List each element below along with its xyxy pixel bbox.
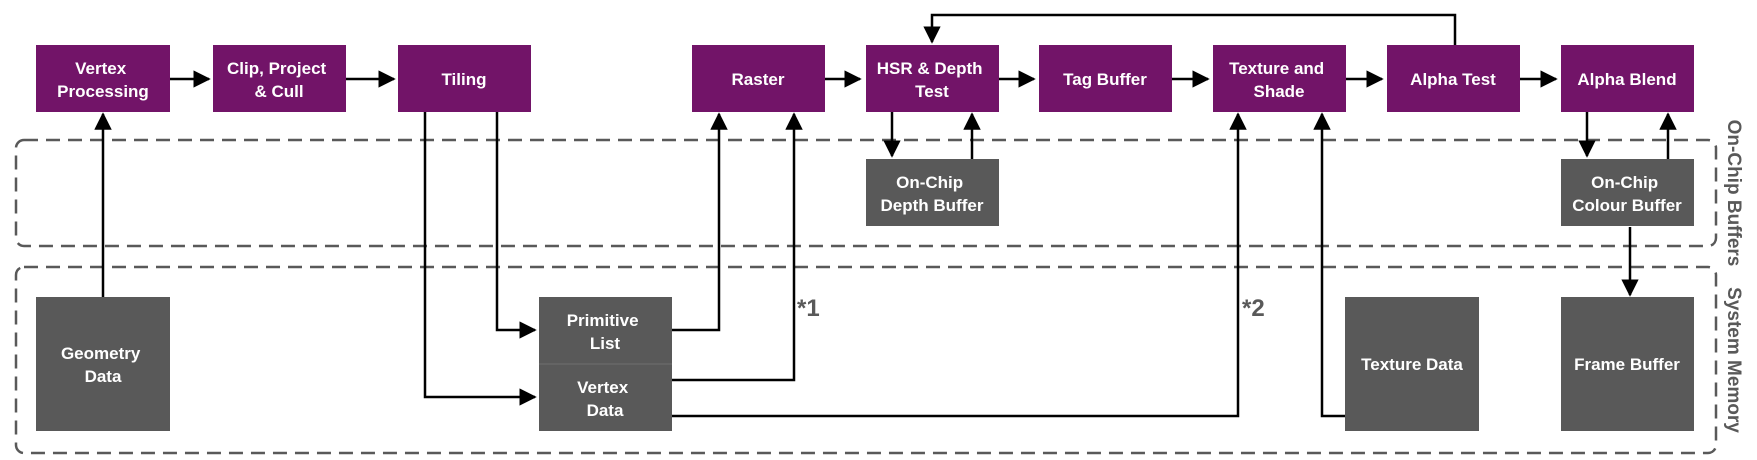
connectors (94, 13, 1677, 418)
vertex-processing-label-2: Processing (57, 82, 149, 101)
on-chip-buffers-region (14, 138, 1718, 248)
svg-text:Geometry Data: Geometry Data (61, 344, 145, 386)
arrow-texture-data-to-texture (1313, 112, 1345, 418)
svg-text:Raster: Raster (732, 70, 785, 89)
texture-and-shade-label-1: Texture and (1229, 59, 1324, 78)
vertex-data-label-2: Data (587, 401, 624, 420)
alpha-test-label: Alpha Test (1410, 70, 1496, 89)
arrow-tiling-to-vertex-data (423, 112, 537, 406)
tiling-label: Tiling (441, 70, 486, 89)
texture-and-shade-stage: Texture and Shade (1213, 45, 1346, 112)
hsr-depth-test-label-1: HSR & Depth (877, 59, 983, 78)
alpha-blend-stage: Alpha Blend (1561, 45, 1694, 112)
svg-text:Tag Buffer: Tag Buffer (1063, 70, 1147, 89)
svg-text:Vertex Data: Vertex Data (577, 378, 633, 420)
svg-text:HSR & Depth Test: HSR & Depth Test (877, 59, 988, 101)
arrow-alpha-test-feedback (923, 13, 1457, 45)
on-chip-depth-buffer-label-2: Depth Buffer (881, 196, 984, 215)
alpha-test-stage: Alpha Test (1387, 45, 1520, 112)
primitive-list-label-1: Primitive (567, 311, 639, 330)
tag-buffer-stage: Tag Buffer (1039, 45, 1172, 112)
svg-text:Vertex Processing: Vertex Processing (57, 59, 149, 101)
clip-project-cull-label-2: & Cull (254, 82, 303, 101)
frame-buffer-box: Frame Buffer (1561, 297, 1694, 431)
svg-text:On-Chip Depth Buffer: On-Chip Depth Buffer (881, 173, 984, 215)
texture-data-label: Texture Data (1361, 355, 1463, 374)
texture-data-box: Texture Data (1345, 297, 1479, 431)
primitive-list-box: Primitive List (539, 297, 672, 364)
clip-project-cull-label-1: Clip, Project (227, 59, 327, 78)
on-chip-depth-buffer-label-1: On-Chip (896, 173, 963, 192)
arrow-tiling-to-primitive-list (495, 112, 537, 339)
tiling-stage: Tiling (398, 45, 531, 112)
system-memory-label: System Memory (1723, 287, 1744, 433)
on-chip-colour-buffer-label-2: Colour Buffer (1572, 196, 1682, 215)
on-chip-colour-buffer-label-1: On-Chip (1591, 173, 1658, 192)
clip-project-cull-stage: Clip, Project & Cull (213, 45, 346, 112)
svg-text:Alpha Test: Alpha Test (1410, 70, 1496, 89)
arrow-vertex-data-to-raster (672, 112, 803, 382)
hsr-depth-test-label-2: Test (915, 82, 949, 101)
geometry-data-label-1: Geometry (61, 344, 141, 363)
svg-text:Primitive List: Primitive List (567, 311, 644, 353)
geometry-data-label-2: Data (85, 367, 122, 386)
raster-stage: Raster (692, 45, 825, 112)
svg-text:Tiling: Tiling (441, 70, 486, 89)
on-chip-colour-buffer-box: On-Chip Colour Buffer (1561, 159, 1694, 226)
frame-buffer-label: Frame Buffer (1574, 355, 1680, 374)
primitive-list-label-2: List (590, 334, 621, 353)
vertex-data-box: Vertex Data (539, 363, 672, 431)
vertex-processing-stage: Vertex Processing (36, 45, 170, 112)
texture-and-shade-label-2: Shade (1253, 82, 1304, 101)
svg-text:On-Chip Colour Buffer: On-Chip Colour Buffer (1572, 173, 1682, 215)
arrow-primitive-list-to-raster (672, 112, 728, 332)
tag-buffer-label: Tag Buffer (1063, 70, 1147, 89)
note-1-marker: *1 (797, 295, 820, 322)
svg-text:Clip, Project & Cull: Clip, Project & Cull (227, 59, 331, 101)
system-memory-region (14, 265, 1718, 455)
on-chip-buffers-label: On-Chip Buffers (1723, 120, 1744, 267)
raster-label: Raster (732, 70, 785, 89)
on-chip-depth-buffer-box: On-Chip Depth Buffer (866, 159, 999, 226)
svg-text:Frame Buffer: Frame Buffer (1574, 355, 1680, 374)
svg-text:Texture and Shade: Texture and Shade (1229, 59, 1329, 101)
hsr-depth-test-stage: HSR & Depth Test (866, 45, 999, 112)
alpha-blend-label: Alpha Blend (1577, 70, 1676, 89)
vertex-processing-label-1: Vertex (75, 59, 127, 78)
vertex-data-label-1: Vertex (577, 378, 629, 397)
geometry-data-box: Geometry Data (36, 297, 170, 431)
svg-text:Texture Data: Texture Data (1361, 355, 1463, 374)
note-2-marker: *2 (1242, 295, 1265, 322)
arrow-vertex-data-to-texture (672, 112, 1247, 418)
svg-text:Alpha Blend: Alpha Blend (1577, 70, 1676, 89)
